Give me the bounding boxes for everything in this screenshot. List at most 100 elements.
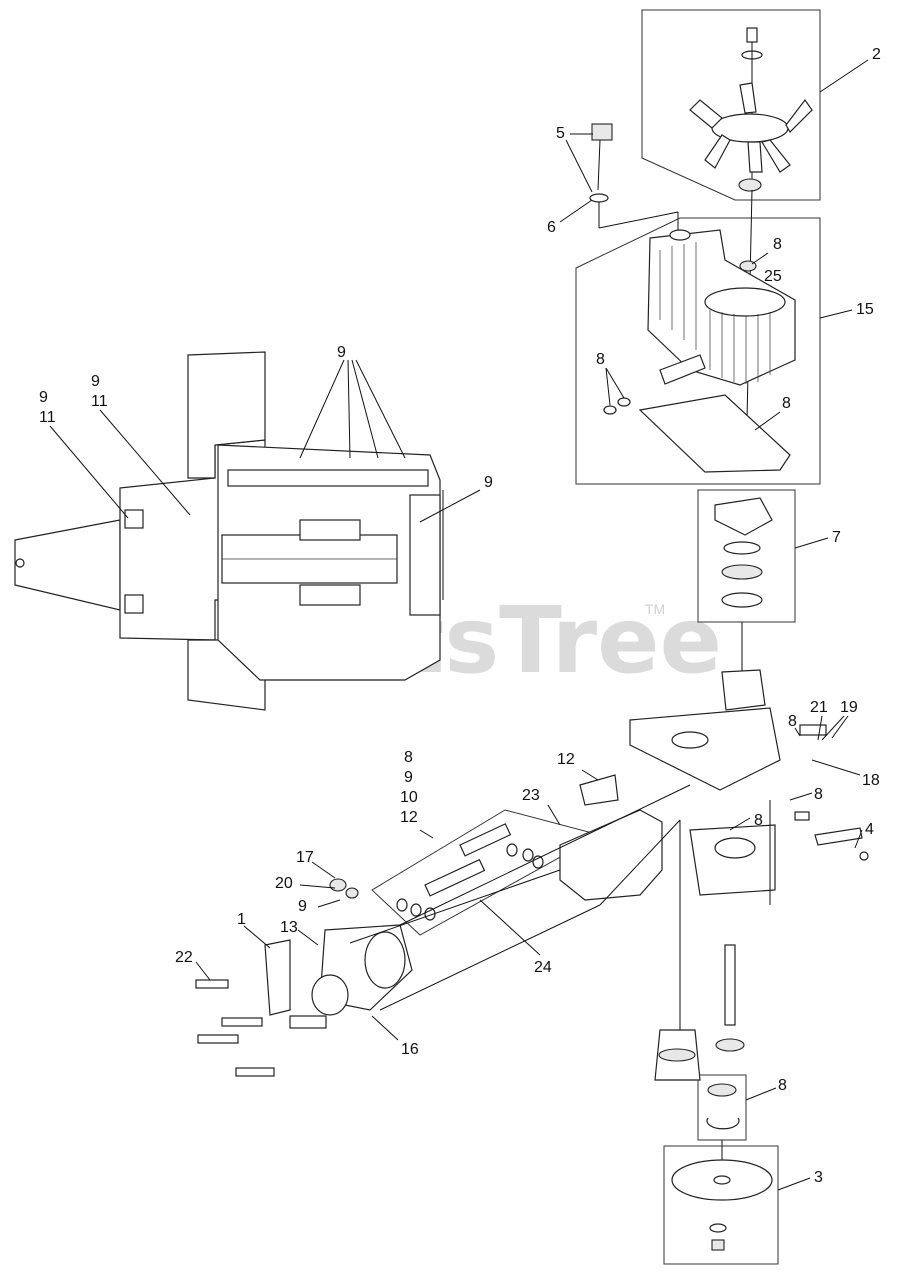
fan-blades: [689, 82, 813, 173]
bolt-3: [221, 1017, 263, 1027]
axle-group: [195, 774, 691, 1077]
callout-22: 22: [175, 949, 193, 966]
motor-end: [364, 931, 406, 989]
callout-19: 19: [840, 699, 858, 716]
bolt-4: [235, 1067, 275, 1077]
callout-8-bearing: 8: [778, 1077, 787, 1094]
check-valve-2: [345, 887, 359, 899]
fan-bolt: [746, 27, 758, 43]
cover-fins: [659, 242, 771, 384]
fill-plug-cap: [591, 123, 613, 141]
axle-bearing: [311, 974, 349, 1016]
check-valve: [329, 878, 347, 892]
callout-8-side: 8: [814, 786, 823, 803]
callout-4: 4: [865, 821, 874, 838]
section-seal-top: [124, 509, 144, 529]
shaft-collar: [715, 1038, 745, 1052]
shaft-bearing: [707, 1083, 737, 1097]
bolts: [195, 979, 275, 1077]
section-end-cap: [409, 494, 441, 616]
callout-16: 16: [401, 1041, 419, 1058]
bearing-swashplate: [714, 497, 773, 536]
callout-13: 13: [280, 919, 298, 936]
section-housing-top: [187, 351, 266, 479]
leaders: [49, 59, 869, 1191]
pulley-washer: [709, 1223, 727, 1233]
callout-12-group: 12: [400, 809, 418, 826]
fan-box: [641, 9, 821, 201]
thrust-bearing: [697, 489, 796, 700]
callout-24: 24: [534, 959, 552, 976]
callout-9-top: 9: [337, 344, 346, 361]
cover-dome: [704, 287, 786, 317]
callout-17: 17: [296, 849, 314, 866]
callout-18: 18: [862, 772, 880, 789]
piston-kit: [396, 823, 544, 921]
callout-8-group: 8: [404, 749, 413, 766]
callout-21: 21: [810, 699, 828, 716]
pulley-hub: [713, 1175, 731, 1185]
callout-23: 23: [522, 787, 540, 804]
input-shaft: [654, 944, 779, 1265]
callout-8-pin: 8: [754, 812, 763, 829]
bolt-2: [197, 1034, 239, 1044]
section-top-bolt: [227, 469, 429, 487]
cover-oring-2: [617, 397, 631, 407]
brake-arm: [264, 939, 291, 1016]
section-piston-lower: [299, 584, 361, 606]
callout-9-small: 9: [298, 898, 307, 915]
callouts: 2 5 6 8 25 15 8 8 7 9 9 9 11 9 11 21 19 …: [39, 46, 881, 1186]
callout-12: 12: [557, 751, 575, 768]
callout-2: 2: [872, 46, 881, 63]
callout-11-left1: 11: [39, 409, 56, 426]
callout-25: 25: [764, 268, 782, 285]
callout-6: 6: [547, 219, 556, 236]
bearing-race-2: [721, 592, 763, 608]
callout-1: 1: [237, 911, 246, 928]
fill-plug-washer: [589, 193, 609, 203]
watermark-trademark: TM: [645, 601, 665, 617]
shaft-splined: [724, 944, 736, 1026]
control-arm-nut: [859, 851, 869, 861]
valve-plug: [794, 811, 810, 821]
callout-7: 7: [832, 529, 841, 546]
charge-pump-bore: [714, 837, 756, 859]
cylinder-block: [721, 669, 766, 711]
cover-gasket: [638, 394, 791, 473]
callout-5: 5: [556, 125, 565, 142]
motor-housing: [559, 809, 663, 901]
cover-valve: [659, 354, 706, 385]
callout-9-left1: 9: [39, 389, 48, 406]
center-plate: [629, 707, 781, 791]
bolt-1: [195, 979, 229, 989]
center-section: [629, 669, 781, 1030]
callout-9-group: 9: [404, 769, 413, 786]
cover-box: [575, 217, 821, 485]
control-arm: [794, 724, 869, 861]
mounting-bracket: [579, 774, 619, 806]
section-view: [14, 351, 444, 711]
cover-oring-1: [603, 405, 617, 415]
charge-pump-housing: [689, 824, 776, 896]
callout-20: 20: [275, 875, 293, 892]
section-shaft-hole: [15, 558, 25, 568]
relief-valve: [799, 724, 827, 736]
callout-9-right: 9: [484, 474, 493, 491]
housing-cover: [575, 217, 821, 485]
section-piston-upper: [299, 519, 361, 541]
fan-assembly: [641, 9, 821, 466]
pulley-nut: [711, 1239, 725, 1251]
callout-11-left2: 11: [91, 393, 108, 410]
center-port: [671, 731, 709, 749]
callout-8-valve: 8: [788, 713, 797, 730]
bearing-race-1: [723, 541, 761, 555]
fill-plug: [589, 123, 679, 232]
axle-shaft: [289, 1015, 327, 1029]
callout-8-seals: 8: [596, 351, 605, 368]
bearing-needle: [721, 564, 763, 580]
callout-3: 3: [814, 1169, 823, 1186]
callout-15: 15: [856, 301, 874, 318]
shaft-seal: [658, 1048, 696, 1062]
callout-8-gasket: 8: [782, 395, 791, 412]
